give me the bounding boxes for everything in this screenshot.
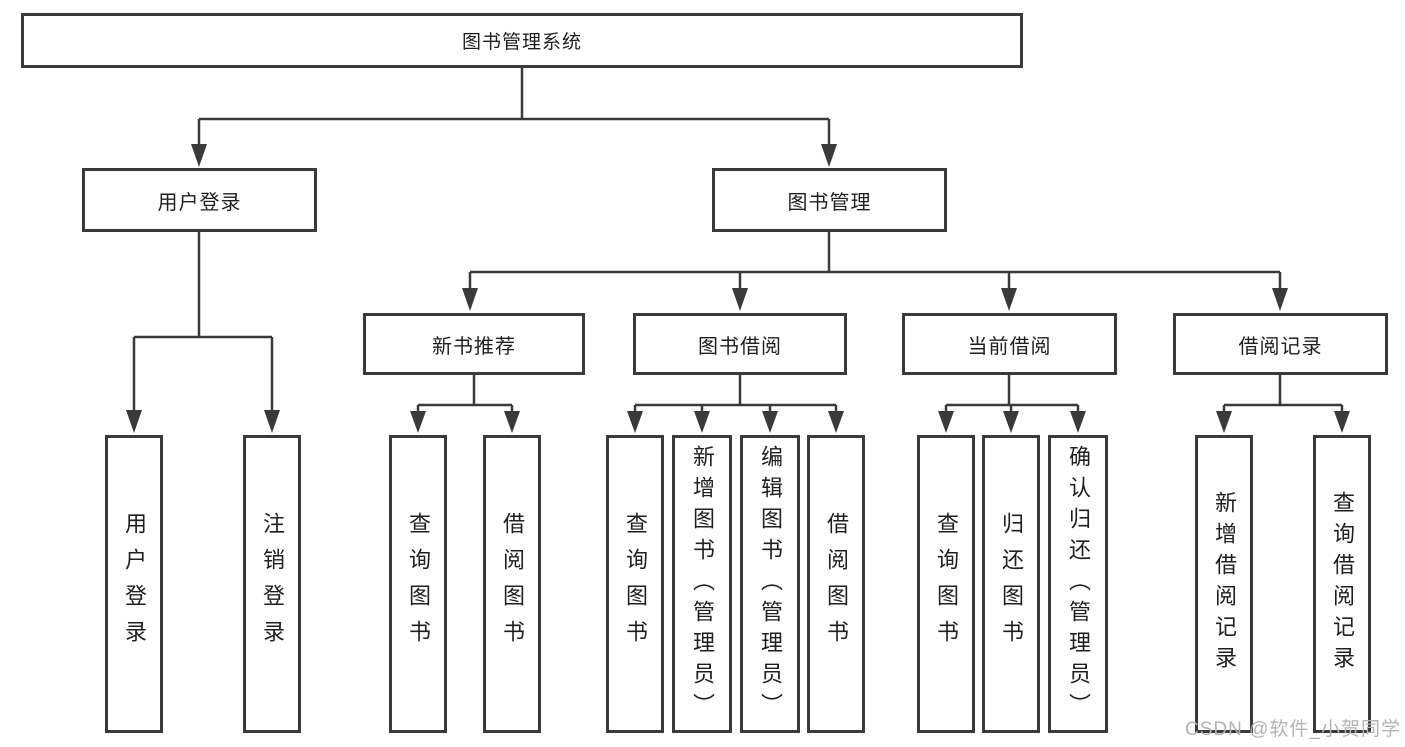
leaf-confirm-return-admin: 确认归还（管理员） xyxy=(1048,435,1108,733)
arrow-down-icon xyxy=(264,410,280,433)
arrow-down-icon xyxy=(732,288,748,311)
arrow-down-icon xyxy=(828,411,844,433)
leaf-query-books: 查询图书 xyxy=(917,435,975,733)
arrow-down-icon xyxy=(191,144,207,167)
arrow-down-icon xyxy=(821,144,837,167)
arrow-down-icon xyxy=(1216,411,1232,433)
watermark: CSDN @软件_小贺同学 xyxy=(1185,719,1401,740)
leaf-user-login: 用户登录 xyxy=(105,435,163,733)
leaf-add-borrow-record: 新增借阅记录 xyxy=(1195,435,1253,733)
arrow-down-icon xyxy=(410,411,426,433)
arrow-down-icon xyxy=(762,411,778,433)
leaf-query-borrow-record: 查询借阅记录 xyxy=(1313,435,1371,733)
leaf-edit-books-admin: 编辑图书（管理员） xyxy=(740,435,800,733)
leaf-query-books: 查询图书 xyxy=(606,435,664,733)
node-new-book-recommend: 新书推荐 xyxy=(363,313,585,375)
arrow-down-icon xyxy=(694,411,710,433)
arrow-down-icon xyxy=(1001,288,1017,311)
leaf-query-books: 查询图书 xyxy=(389,435,447,733)
leaf-borrow-books: 借阅图书 xyxy=(483,435,541,733)
arrow-down-icon xyxy=(126,410,142,433)
arrowheads xyxy=(126,144,1350,433)
arrow-down-icon xyxy=(1272,288,1288,311)
arrow-down-icon xyxy=(1070,411,1086,433)
node-user-login: 用户登录 xyxy=(82,168,317,232)
node-book-borrow: 图书借阅 xyxy=(633,313,847,375)
arrow-down-icon xyxy=(504,411,520,433)
leaf-add-books-admin: 新增图书（管理员） xyxy=(672,435,732,733)
leaf-logout: 注销登录 xyxy=(243,435,301,733)
node-book-management: 图书管理 xyxy=(712,168,947,232)
leaf-borrow-books: 借阅图书 xyxy=(807,435,865,733)
node-borrow-records: 借阅记录 xyxy=(1173,313,1388,375)
node-root: 图书管理系统 xyxy=(21,13,1023,68)
leaf-return-books: 归还图书 xyxy=(982,435,1040,733)
node-current-borrow: 当前借阅 xyxy=(902,313,1117,375)
arrow-down-icon xyxy=(627,411,643,433)
arrow-down-icon xyxy=(938,411,954,433)
arrow-down-icon xyxy=(1334,411,1350,433)
arrow-down-icon xyxy=(462,288,478,311)
arrow-down-icon xyxy=(1003,411,1019,433)
